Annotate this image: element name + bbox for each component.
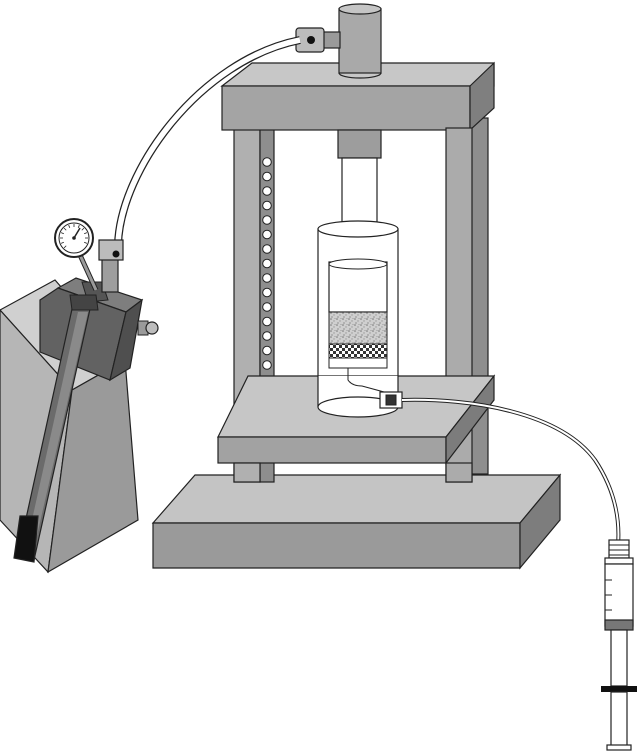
- outlet-tube: [401, 397, 621, 546]
- gauge-tick: [68, 224, 71, 228]
- syringe: [601, 539, 637, 751]
- gauge-tick: [84, 241, 88, 244]
- column-adjustment-holes: [262, 157, 272, 370]
- column-hole: [262, 215, 272, 225]
- outlet-fitting: [379, 391, 403, 409]
- cell-base: [317, 376, 399, 418]
- column-hole: [262, 244, 272, 254]
- column-hole: [262, 258, 272, 269]
- hydraulic-head: [338, 3, 382, 79]
- pressure-gauge: [54, 218, 99, 292]
- gauge-tick: [84, 232, 88, 235]
- gauge-tick: [81, 227, 85, 231]
- column-hole: [262, 360, 272, 370]
- column-hole: [262, 186, 272, 196]
- gauge-tick: [63, 227, 67, 231]
- gauge-tick: [60, 232, 64, 235]
- top-hose-fitting: [295, 27, 341, 53]
- column-hole: [262, 345, 272, 356]
- gauge-scale-ticks: [60, 224, 88, 249]
- hydraulic-hose: [114, 36, 301, 246]
- column-hole: [262, 331, 272, 341]
- column-hole: [262, 273, 272, 283]
- column-hole: [262, 287, 272, 298]
- gauge-tick: [63, 245, 67, 249]
- gauge-needle: [73, 227, 81, 239]
- top-crossbar: [220, 61, 495, 132]
- column-hole: [262, 157, 272, 167]
- hydraulic-pump: [0, 239, 159, 574]
- column-hole: [262, 200, 272, 211]
- column-hole: [262, 316, 272, 327]
- column-hole: [262, 171, 272, 182]
- column-hole: [262, 229, 272, 240]
- column-hole: [262, 302, 272, 312]
- base-plate: [151, 473, 562, 570]
- gauge-tick: [60, 241, 64, 244]
- gauge-tick: [77, 224, 80, 228]
